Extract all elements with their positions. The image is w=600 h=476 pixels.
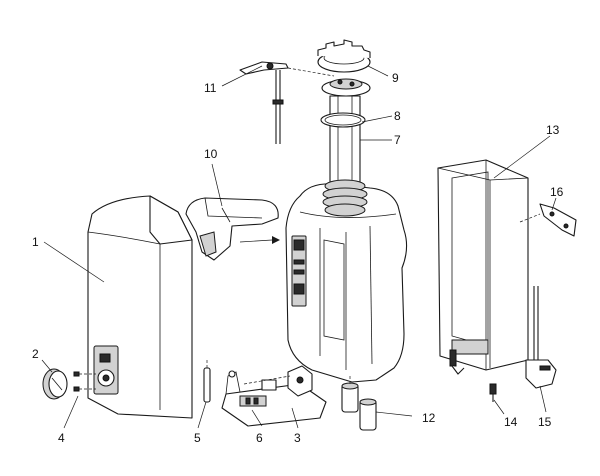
part-10-top-cover <box>185 197 279 261</box>
flange-cap <box>321 78 371 97</box>
callout-5: 5 <box>194 431 201 445</box>
callout-14: 14 <box>504 415 518 429</box>
callout-15: 15 <box>538 415 552 429</box>
part-7-heating-element <box>322 95 368 217</box>
part-15-power-cable <box>525 286 557 389</box>
callout-1: 1 <box>32 235 39 249</box>
tank-body <box>285 183 408 383</box>
part-3-terminal-block <box>243 365 313 397</box>
assembly-arrow <box>239 236 280 244</box>
callout-9: 9 <box>392 71 399 85</box>
part-16-bracket <box>519 203 577 237</box>
part-5-pin <box>203 360 211 403</box>
leader-lines <box>41 65 557 429</box>
part-8-o-ring <box>320 112 366 128</box>
part-2-knob <box>42 368 68 400</box>
callouts: 1 2 3 4 5 6 7 8 9 10 11 12 13 14 15 16 <box>32 71 564 445</box>
callout-16: 16 <box>550 185 564 199</box>
callout-4: 4 <box>58 431 65 445</box>
callout-11: 11 <box>204 81 217 95</box>
callout-8: 8 <box>394 109 401 123</box>
part-12-sleeves <box>341 376 377 431</box>
part-9-threaded-ring <box>317 39 371 73</box>
callout-3: 3 <box>294 431 301 445</box>
part-13-mounting-frame <box>437 159 529 371</box>
callout-10: 10 <box>204 147 218 161</box>
part-4-screws <box>73 371 96 392</box>
callout-6: 6 <box>256 431 263 445</box>
callout-13: 13 <box>546 123 560 137</box>
callout-12: 12 <box>422 411 436 425</box>
part-14-screw <box>449 349 497 402</box>
part-11-thermostat-probe <box>239 61 335 144</box>
part-1-front-cover <box>87 195 193 419</box>
callout-2: 2 <box>32 347 39 361</box>
callout-7: 7 <box>394 133 401 147</box>
